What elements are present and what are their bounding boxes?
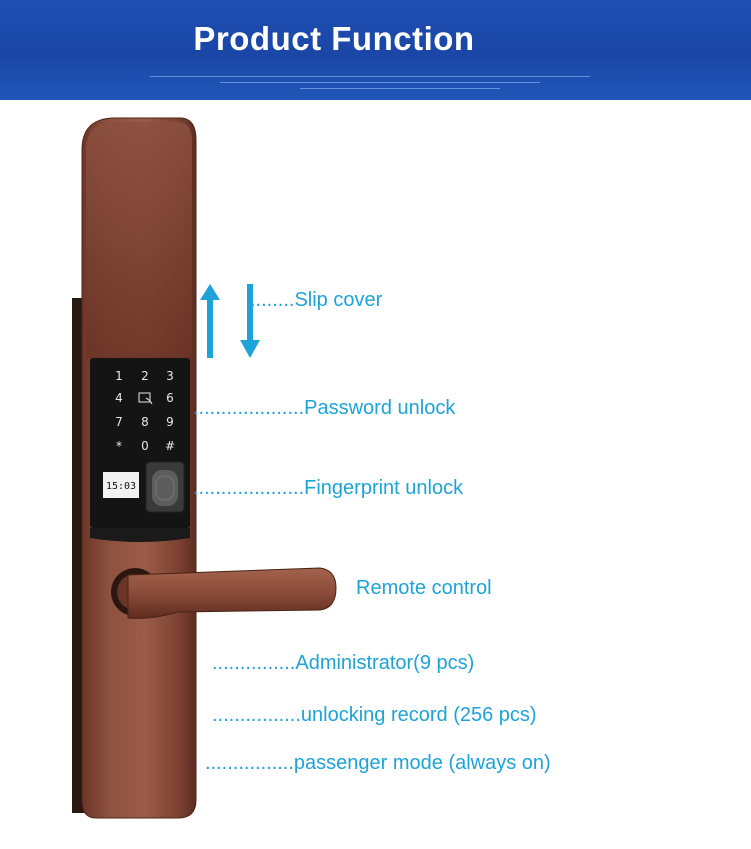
key-hash[interactable]: # <box>165 439 175 453</box>
arrow-up-icon <box>200 284 220 358</box>
label-remote-control: Remote control <box>356 577 492 599</box>
banner-streak <box>300 88 500 89</box>
label-administrator: ...............Administrator(9 pcs) <box>212 652 475 674</box>
card-reader-icon <box>138 392 153 405</box>
arrow-down-icon <box>240 284 260 358</box>
key-4[interactable]: 4 <box>115 391 123 405</box>
key-0[interactable]: 0 <box>141 439 149 453</box>
banner-streak <box>150 76 590 77</box>
key-2[interactable]: 2 <box>141 369 149 383</box>
key-3[interactable]: 3 <box>166 369 174 383</box>
label-password-unlock: ....................Password unlock <box>193 397 456 419</box>
label-slip-cover: ........Slip cover <box>250 289 383 311</box>
clock-display <box>103 472 139 498</box>
label-unlocking-record: ................unlocking record (256 pc… <box>212 704 537 726</box>
key-9[interactable]: 9 <box>166 415 174 429</box>
label-fingerprint-unlock: ....................Fingerprint unlock <box>193 477 464 499</box>
banner-streak <box>220 82 540 83</box>
slip-cover <box>86 122 192 358</box>
fingerprint-sensor-icon <box>152 470 178 506</box>
clock-time: 15:03 <box>106 481 136 492</box>
key-7[interactable]: 7 <box>115 415 123 429</box>
header-banner: Product Function <box>0 0 751 100</box>
keypad-keys: 1 2 3 4 6 7 8 9 * 0 # <box>115 369 175 453</box>
label-passenger-mode: ................passenger mode (always o… <box>205 752 551 774</box>
key-1[interactable]: 1 <box>115 369 123 383</box>
panel-trim <box>90 528 190 542</box>
key-6[interactable]: 6 <box>166 391 174 405</box>
key-star[interactable]: * <box>116 439 122 453</box>
page-title: Product Function <box>193 20 475 57</box>
handle-lever[interactable] <box>127 567 337 619</box>
key-8[interactable]: 8 <box>141 415 149 429</box>
